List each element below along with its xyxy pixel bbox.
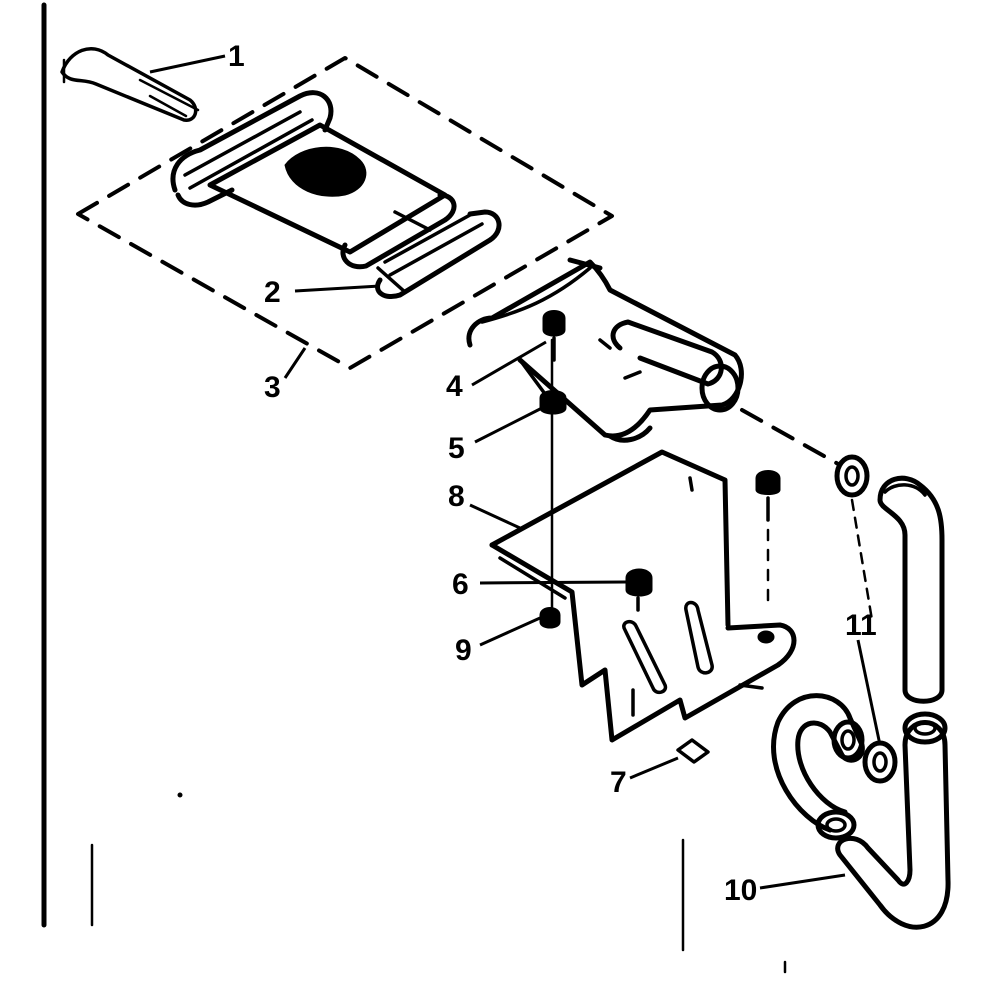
part-9-washer: [539, 607, 561, 629]
leader-4: [471, 340, 547, 387]
leader-5: [474, 406, 543, 444]
bracket-mounting-screw: [755, 470, 781, 612]
connection-dash-line: [740, 408, 842, 467]
filter-media-dark-patch: [284, 146, 367, 197]
leader-6: [479, 580, 627, 585]
leader-3: [283, 347, 307, 379]
part-7-clip: [676, 738, 710, 764]
callout-10: 10: [724, 874, 757, 907]
callout-1: 1: [228, 40, 245, 73]
leader-10: [759, 873, 846, 890]
callout-5: 5: [448, 432, 465, 465]
callout-11: 11: [845, 609, 877, 642]
callout-4: 4: [446, 370, 463, 403]
part-1-fitting: [60, 47, 200, 122]
stray-dot: [177, 792, 183, 798]
callout-2: 2: [264, 276, 281, 309]
filter-head-housing: [466, 257, 744, 443]
part-10-hoses: [771, 475, 951, 930]
part-2-filter-cartridge: [170, 90, 502, 299]
callout-3: 3: [264, 371, 281, 404]
part-3-assembly-outline: [76, 56, 614, 370]
callout-8: 8: [448, 480, 465, 513]
callout-7: 7: [610, 766, 627, 799]
leader-7: [629, 756, 679, 780]
leader-2: [294, 284, 381, 293]
part-8-mounting-bracket: [489, 449, 797, 743]
leader-1: [149, 54, 226, 74]
leader-11: [856, 639, 882, 746]
leader-9: [479, 616, 541, 647]
callout-9: 9: [455, 634, 472, 667]
part-6-screw: [625, 568, 653, 612]
part-4-screw: [542, 310, 566, 362]
leader-8: [469, 503, 521, 530]
callout-6: 6: [452, 568, 469, 601]
